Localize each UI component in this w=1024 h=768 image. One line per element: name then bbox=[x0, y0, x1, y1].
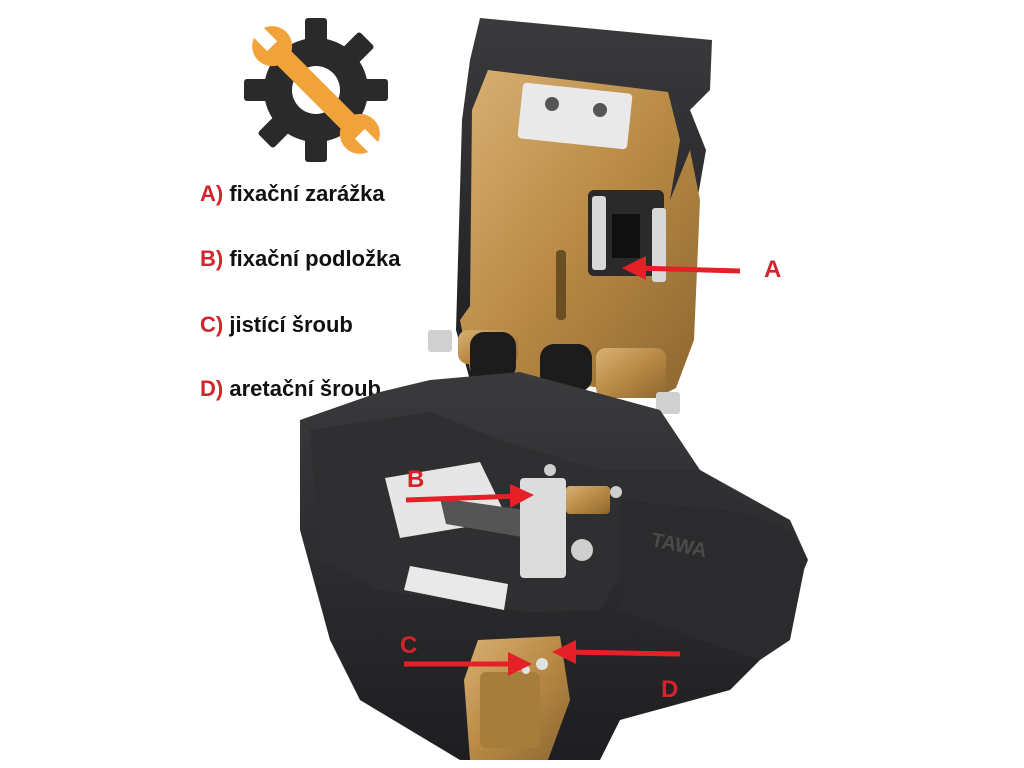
callout-label-c: C bbox=[400, 632, 418, 659]
callout-label-b: B bbox=[407, 466, 425, 493]
legend-item-a: A) fixační zarážka bbox=[200, 181, 500, 207]
legend-label-a: fixační zarážka bbox=[229, 181, 385, 206]
legend-item-d: D) aretační šroub bbox=[200, 376, 500, 402]
legend-key-b: B) bbox=[200, 246, 224, 271]
hinge-rollers bbox=[428, 330, 680, 414]
legend-key-d: D) bbox=[200, 376, 224, 401]
legend-key-a: A) bbox=[200, 181, 224, 206]
callout-label-d: D bbox=[661, 676, 679, 703]
callout-label-a: A bbox=[764, 256, 782, 283]
legend-label-c: jistící šroub bbox=[229, 312, 353, 337]
legend-label-d: aretační šroub bbox=[229, 376, 381, 401]
legend-item-b: B) fixační podložka bbox=[200, 246, 500, 272]
lid-plate bbox=[460, 70, 700, 396]
cleaver-body: TAWA bbox=[300, 372, 808, 760]
legend-key-c: C) bbox=[200, 312, 224, 337]
gear-wrench-icon bbox=[244, 18, 388, 162]
fixing-stop bbox=[588, 190, 666, 282]
legend-label-b: fixační podložka bbox=[229, 246, 401, 271]
legend-item-c: C) jistící šroub bbox=[200, 312, 500, 338]
